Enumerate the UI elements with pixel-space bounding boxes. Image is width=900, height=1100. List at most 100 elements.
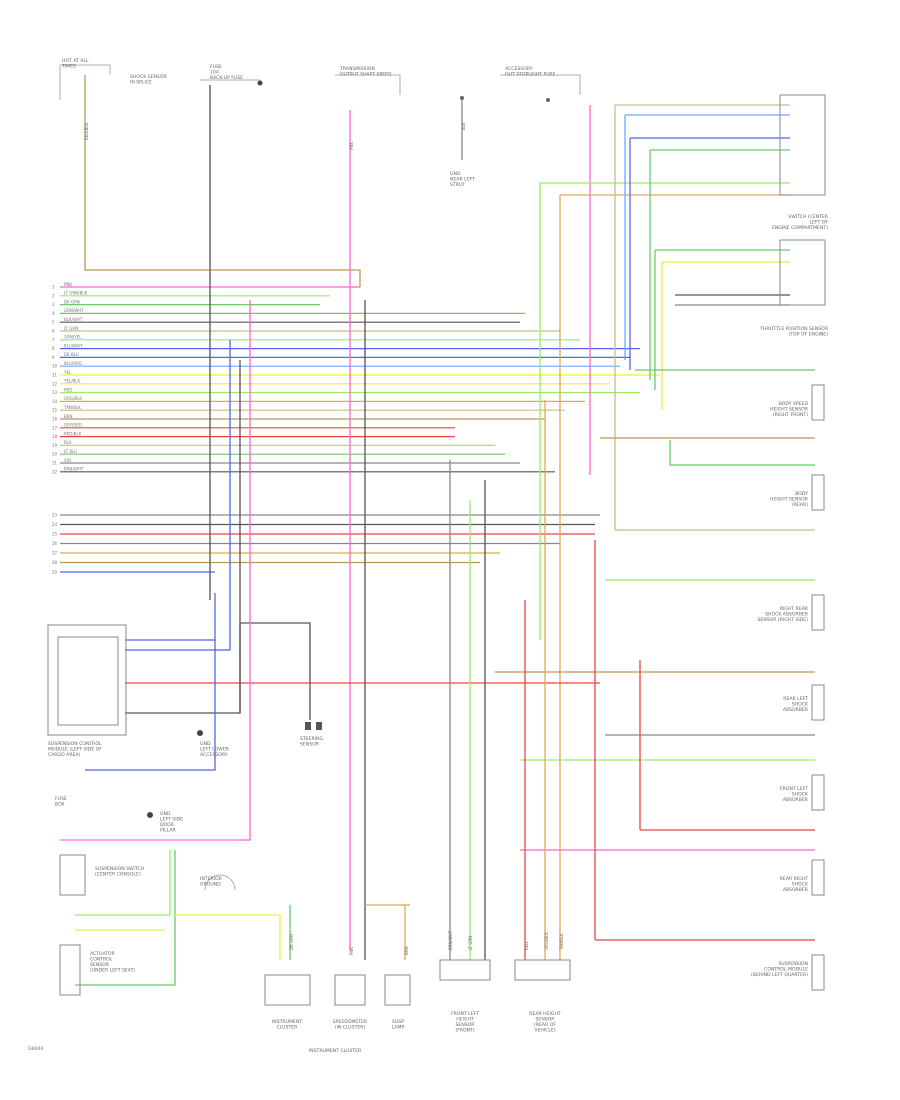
top-component-fuse-box-line-2: BACK-UP FUSE: [210, 75, 243, 81]
vertical-wire-label-1: PNK: [349, 142, 354, 150]
left-wire-pink: [60, 300, 251, 841]
right-component-rc1-line-0: SWITCH (CENTER: [788, 214, 829, 220]
bus-pin-21: 21: [52, 461, 58, 466]
vertical-wire-label-10: TAN/BLK: [559, 933, 564, 951]
bus-pin-13: 13: [52, 390, 58, 395]
actuator-box: [59, 944, 81, 996]
vertical-wire-label-6: BRN/WHT: [448, 930, 453, 950]
left-component-lc2-line-2: ACCESSORY: [200, 752, 228, 758]
bottom-component-bc5-line-0: REAR HEIGHT: [529, 1011, 561, 1017]
top-component-fuse-box-line-1: 10A: [210, 70, 220, 76]
left-module-inner: [57, 636, 119, 726]
right-component-rc9-line-0: SUSPENSION: [778, 961, 808, 967]
page-code: G9644: [28, 1046, 43, 1052]
bus2-pin-28: 28: [52, 560, 58, 565]
left-component-lc4-line-0: GND: [160, 811, 171, 817]
bus2-pin-26: 26: [52, 541, 58, 546]
bus-pin-9: 9: [52, 355, 55, 360]
bus-pin-17: 17: [52, 425, 58, 430]
right-component-rc6-line-0: REAR LEFT: [783, 696, 808, 702]
vertical-wire-label-9: ORG/BLK: [544, 932, 549, 950]
bus-wire-label-1: PNK: [64, 282, 72, 287]
right-component-rc3-line-2: (RIGHT FRONT): [773, 412, 808, 418]
bottom-component-bc4-line-1: HEIGHT: [456, 1017, 474, 1023]
bus-wire-label-21: VIO: [64, 458, 71, 463]
bus-wire-label-20: LT BLU: [64, 449, 77, 454]
bus-wire-label-3: DK GRN: [64, 299, 80, 304]
left-wire-black: [125, 360, 241, 714]
top-junction-dot-2: [546, 98, 550, 102]
top-component-ground-a-line-2: STRUT: [450, 182, 465, 188]
bottom-component-bc2-line-1: (IN CLUSTER): [335, 1025, 366, 1031]
left-component-lc2-line-1: LEFT LOWER: [200, 747, 230, 753]
bus-pin-6: 6: [52, 329, 55, 334]
bus2-pin-29: 29: [52, 570, 58, 575]
bus-pin-14: 14: [52, 399, 58, 404]
top-component-trans-sw-a-line-0: TRANSMISSION: [339, 66, 375, 72]
rc-sensor-3: [811, 594, 825, 631]
rc-switch-1: [779, 94, 826, 196]
bus-pin-10: 10: [52, 364, 58, 369]
top-component-trans-sw-b-line-0: ACCESSORY: [505, 66, 533, 72]
bus-wire-label-22: BRN/WHT: [64, 467, 84, 472]
steering-sensor-pin-1: [305, 722, 311, 730]
right-component-rc5-line-1: SHOCK ABSORBER: [765, 612, 809, 618]
left-wire-yellow-2: [175, 914, 281, 960]
component-layer: [47, 64, 826, 1006]
left-ground-dot-2: [147, 812, 153, 818]
bus-wire-label-7: GRN/YEL: [64, 335, 82, 340]
left-component-lc6-line-0: ACTUATOR: [90, 951, 116, 957]
left-component-lc5-line-0: SUSPENSION SWITCH: [95, 866, 144, 872]
right-component-rc4-line-2: (REAR): [792, 502, 808, 508]
left-component-lc8-line-1: SENSOR: [300, 742, 320, 748]
bus-pin-20: 20: [52, 452, 58, 457]
steering-sensor-pin-2: [316, 722, 322, 730]
right-component-rc3-line-0: BODY SPEED: [779, 401, 809, 407]
left-component-lc7-line-0: INTERIOR: [200, 876, 223, 882]
right-component-rc7-line-1: SHOCK: [792, 792, 809, 798]
rc-sensor-5: [811, 774, 825, 811]
bus2-pin-25: 25: [52, 532, 58, 537]
rc-sensor-6: [811, 859, 825, 896]
bus-pin-11: 11: [52, 373, 58, 378]
bottom-sensor-b: [514, 959, 571, 981]
bus-pin-15: 15: [52, 408, 58, 413]
bus-wire-label-14: ORG/BLK: [64, 396, 82, 401]
top-component-ground-a-line-0: GND: [450, 171, 461, 177]
bus2-pin-24: 24: [52, 522, 58, 527]
top-component-trans-sw-a-line-1: OUTPUT SHAFT SPEED: [340, 72, 392, 78]
bus-pin-7: 7: [52, 337, 55, 342]
left-wire-lightgreen: [75, 850, 171, 916]
top-component-hot-in-run-line-1: TIMES: [61, 64, 76, 70]
wire-layer: [60, 75, 815, 986]
bus-wire-label-6: LT GRN: [64, 326, 78, 331]
bus2-pin-27: 27: [52, 551, 58, 556]
left-component-lc6-line-1: CONTROL: [90, 957, 113, 963]
rc-sensor-1: [811, 384, 825, 421]
top-trans-bracket: [335, 74, 401, 95]
bottom-component-bc3-line-0: SUSP: [392, 1019, 404, 1025]
right-component-rc1-line-1: LEFT OF: [809, 220, 828, 226]
bus-pin-19: 19: [52, 443, 58, 448]
right-component-rc4-line-0: BODY: [795, 491, 808, 497]
bottom-component-bc5-line-1: SENSOR: [536, 1017, 556, 1023]
bottom-component-bc1-line-1: CLUSTER: [277, 1025, 299, 1031]
left-component-lc6-line-3: (UNDER LEFT SEAT): [90, 968, 135, 974]
bottom-component-bc4-line-3: (FRONT): [455, 1028, 474, 1034]
top-component-trans-sw-b-line-1: OUT STOPLIGHT FUSE: [505, 72, 555, 78]
bus-wire-label-13: RED: [64, 387, 72, 392]
right-component-rc4-line-1: HEIGHT SENSOR: [770, 497, 809, 503]
bottom-cluster-c: [384, 974, 411, 1006]
left-component-lc4-line-1: LEFT SIDE: [160, 817, 183, 823]
left-component-lc3-line-1: BOX: [55, 802, 65, 808]
bus2-pin-23: 23: [52, 513, 58, 518]
vertical-wire-label-7: LT GRN: [468, 936, 473, 950]
right-component-rc8-line-2: ABSORBER: [783, 887, 809, 893]
bus-pin-16: 16: [52, 417, 58, 422]
bottom-component-bc3-line-1: LAMP: [392, 1025, 405, 1031]
left-wire-green: [75, 850, 176, 986]
left-component-lc6-line-2: SENSOR: [90, 962, 110, 968]
vertical-wire-label-2: BLK: [461, 122, 466, 130]
rc-sensor-4: [811, 684, 825, 721]
